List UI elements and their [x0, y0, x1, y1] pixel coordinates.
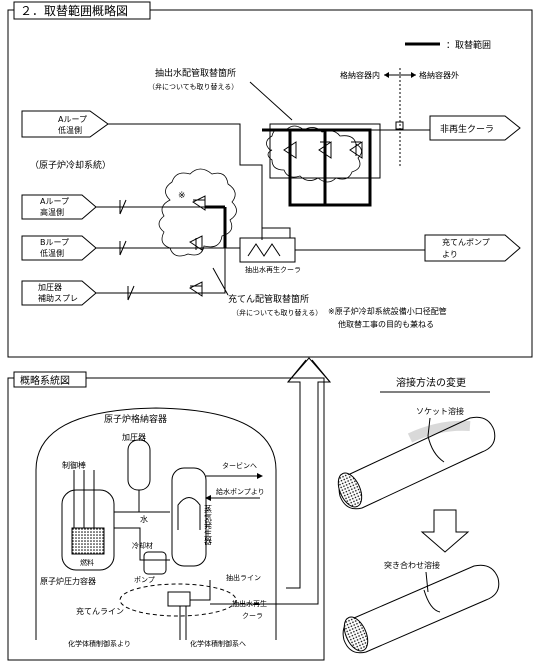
b-loop-low-l1: Bループ — [40, 238, 69, 247]
letdown-replacement-lower — [288, 178, 372, 207]
rcs-label: （原子炉冷却系統） — [30, 159, 111, 171]
top-panel-frame — [7, 9, 533, 358]
letdown-pipe-main — [108, 123, 263, 240]
letdown-leader-line — [249, 81, 293, 121]
sg-label: 蒸気発生器 — [204, 504, 213, 546]
nonregen-cooler-label: 非再生クーラ — [440, 123, 494, 135]
reactor-vessel-shape — [61, 489, 115, 571]
charging-location-label: 充てん配管取替箇所 — [228, 293, 309, 305]
charging-pump-box — [424, 234, 521, 262]
top-panel-title: ２．取替範囲概略図 — [20, 3, 128, 18]
a-loop-high-box — [21, 194, 97, 220]
charging-line-label: 充てんライン — [76, 606, 124, 616]
footnote-l1: ※原子炉冷却系統設備小口径配管 — [328, 306, 447, 316]
nonregen-cooler-box — [429, 115, 521, 141]
cv-inside-label: 格納容器内 — [340, 70, 380, 80]
regen-hx-inlet — [262, 227, 291, 238]
cv-outside-label: 格納容器外 — [419, 70, 459, 80]
regen-hx-small — [167, 591, 191, 607]
asterisk-mark: ※ — [178, 191, 186, 201]
a-loop-high-l2: 高温側 — [40, 207, 64, 217]
regen-hx-coil — [247, 243, 281, 257]
water-label: 水 — [140, 514, 148, 524]
weld-section-title: 溶接方法の変更 — [396, 376, 466, 389]
a-loop-low-box — [21, 110, 109, 138]
regen-hx-sm-l2: クーラ — [242, 612, 263, 620]
system-title-box — [13, 371, 87, 388]
letdown-valve-2 — [318, 141, 332, 159]
letdown-replacement-range — [262, 128, 372, 205]
to-cvcs-label: 化学体積制御系へ — [190, 639, 246, 648]
b-loop-low-box — [21, 235, 97, 261]
legend-label: ：取替範囲 — [446, 39, 491, 51]
socket-weld-label: ソケット溶接 — [416, 406, 464, 416]
butt-weld-leader — [425, 571, 429, 593]
b-low-check-valve — [119, 240, 127, 256]
reactor-vessel-label: 原子炉圧力容器 — [40, 576, 96, 586]
coolant-pump-l2: ポンプ — [134, 576, 155, 584]
butt-weld-label: 突き合わせ溶接 — [384, 560, 440, 570]
fuel-label: 燃料 — [80, 558, 94, 567]
fuel-assembly — [71, 527, 105, 555]
control-rod-label: 制御棒 — [62, 460, 86, 470]
pzr-spray-l2: 補助スプレ — [38, 293, 78, 303]
butt-weld-pipe — [342, 564, 500, 654]
letdown-note: （弁についても取り替える） — [148, 82, 238, 91]
pzr-spray-box — [21, 280, 97, 306]
b-loop-low-l2: 低温側 — [40, 248, 64, 258]
from-fw-pump-label: 給水ポンプより — [216, 487, 265, 496]
to-turbine-label: タービンへ — [222, 461, 257, 470]
letdown-line-pipe — [190, 580, 211, 601]
a-high-valve — [192, 195, 206, 211]
letdown-valves-cloud — [266, 125, 362, 183]
pzr-spray-l1: 加圧器 — [38, 282, 62, 292]
system-panel-title: 概略系統図 — [20, 374, 70, 387]
regen-hx-label: 抽出水再生クーラ — [245, 265, 301, 274]
system-panel-frame — [7, 377, 325, 661]
sg-tubes — [177, 497, 201, 530]
b-low-valve — [189, 235, 203, 251]
letdown-valve-3 — [349, 141, 363, 159]
rcs-loop-piping — [114, 511, 170, 561]
a-loop-high-l1: Aループ — [40, 197, 69, 206]
steam-generator-shape — [171, 467, 207, 567]
coolant-pump-shape — [143, 551, 167, 575]
pzr-check-valve — [127, 285, 135, 301]
coolant-pump-l1: 冷却材 — [132, 541, 153, 550]
footnote-l2: 他取替工事の目的も兼ねる — [338, 319, 434, 329]
pointer-arrow — [210, 359, 332, 605]
charging-replacement-range — [205, 205, 227, 248]
socket-weld-pipe — [337, 416, 496, 510]
penetration-box — [395, 121, 404, 130]
a-loop-low-l2: 低温側 — [58, 125, 82, 135]
a-high-check-valve — [119, 199, 127, 215]
charging-note: （弁についても取り替える） — [232, 308, 322, 317]
top-title-box — [13, 1, 151, 20]
pressurizer-vessel — [127, 439, 151, 491]
control-rods — [73, 470, 95, 528]
letdown-line-label: 抽出ライン — [226, 573, 261, 582]
replacement-area-ellipse — [119, 583, 237, 617]
charging-valves-cloud — [158, 168, 237, 257]
pressurizer-label: 加圧器 — [122, 432, 146, 442]
from-cvcs-label: 化学体積制御系より — [68, 639, 131, 648]
charging-pump-l2: より — [442, 250, 458, 259]
containment-vessel — [35, 407, 277, 640]
charging-leader-line — [212, 267, 229, 296]
pointer-arrow-head — [287, 357, 331, 383]
letdown-valve-1 — [283, 141, 297, 159]
cvcs-pipes — [179, 606, 187, 640]
a-loop-low-l1: Aループ — [58, 115, 87, 124]
down-arrow — [420, 509, 470, 553]
pzr-valve — [189, 281, 203, 297]
socket-weld-leader — [427, 417, 431, 437]
letdown-location-label: 抽出水配管取替箇所 — [155, 67, 236, 79]
charging-pump-l1: 充てんポンプ — [442, 237, 490, 247]
cv-label: 原子炉格納容器 — [104, 413, 167, 425]
